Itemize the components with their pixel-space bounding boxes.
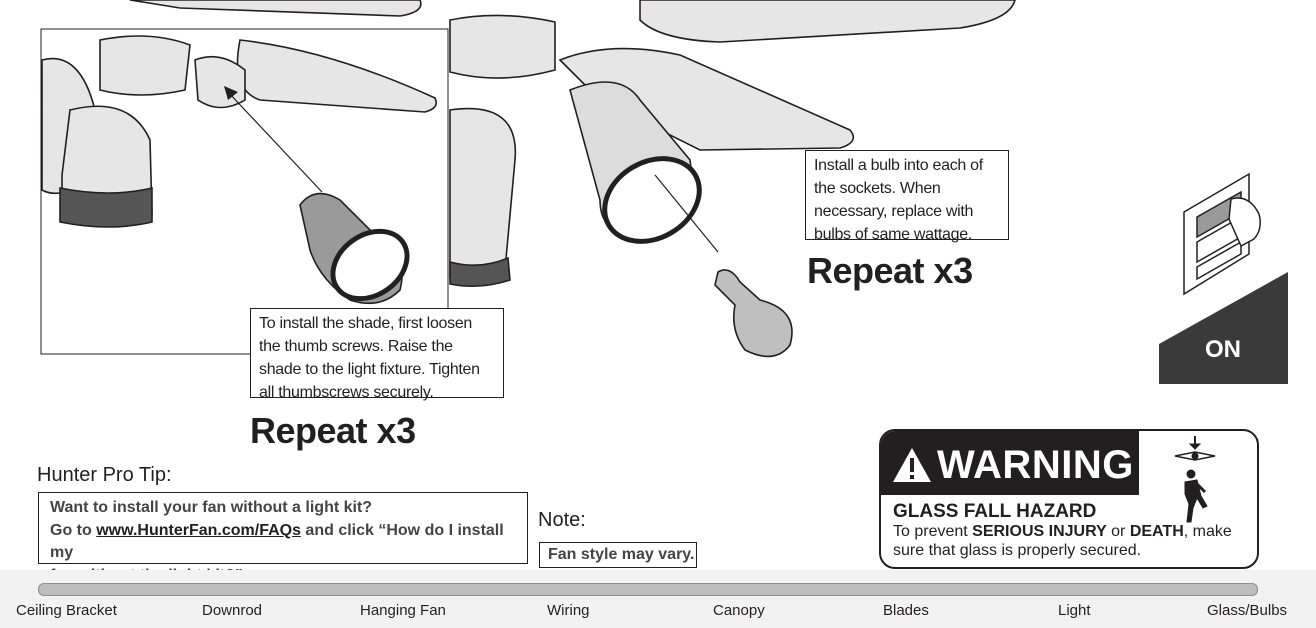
step-downrod: Downrod [202, 602, 263, 619]
step-ceiling-bracket: Ceiling Bracket [16, 602, 117, 619]
progress-bar [38, 583, 1258, 596]
note-heading: Note: [538, 509, 586, 531]
warning-line1-a: To prevent [893, 523, 973, 540]
turn-power-on-panel: Turn Power ON [1159, 154, 1288, 384]
pro-tip-suffix: and click “How do I install my [50, 521, 504, 562]
note-text: Fan style may vary. [548, 546, 695, 563]
pro-tip-line1: Want to install your fan without a light… [50, 499, 373, 516]
power-on-label: ON [1205, 336, 1241, 363]
step-wiring: Wiring [547, 602, 590, 619]
note-box: Fan style may vary. [539, 542, 697, 568]
step-blades: Blades [883, 602, 929, 619]
faq-link[interactable]: www.HunterFan.com/FAQs [96, 521, 301, 539]
shade-instruction-callout: To install the shade, first loosen the t… [250, 308, 504, 401]
pro-tip-heading: Hunter Pro Tip: [37, 464, 172, 486]
warning-death: DEATH [1129, 523, 1184, 540]
warning-serious-injury: SERIOUS INJURY [972, 523, 1107, 540]
step-glass-bulbs: Glass/Bulbs [1207, 602, 1288, 619]
warning-line2: sure that glass is properly secured. [893, 542, 1142, 559]
step-light: Light [1058, 602, 1091, 619]
repeat-label-bulb: Repeat x3 [807, 250, 973, 291]
warning-triangle-icon [893, 448, 931, 482]
pro-tip-prefix: Go to [50, 521, 97, 539]
warning-line1-e: , make [1183, 523, 1232, 540]
bulb-instruction-text: Install a bulb into each of the sockets.… [814, 157, 983, 243]
shade-instruction-text: To install the shade, first loosen the t… [259, 315, 480, 401]
warning-title: WARNING [937, 443, 1134, 487]
warning-line1-c: or [1106, 523, 1130, 540]
falling-glass-person-icon [1174, 436, 1216, 523]
bulb-instruction-callout: Install a bulb into each of the sockets.… [805, 150, 1009, 243]
fan-light-illustration [40, 0, 1016, 358]
warning-line1: To prevent SERIOUS INJURY or DEATH, make [893, 523, 1232, 541]
step-hanging-fan: Hanging Fan [360, 602, 446, 619]
pro-tip-box: Want to install your fan without a light… [38, 492, 528, 584]
warning-banner: WARNING [881, 431, 1139, 495]
installation-progress-footer: Ceiling Bracket Downrod Hanging Fan Wiri… [0, 570, 1316, 628]
hazard-title: GLASS FALL HAZARD [893, 501, 1097, 522]
repeat-label-shade: Repeat x3 [250, 410, 416, 451]
step-canopy: Canopy [713, 602, 765, 619]
glass-warning-box: WARNING GLASS FALL HAZARD To prevent SER… [879, 429, 1259, 569]
light-switch-hand-icon [1159, 154, 1288, 344]
